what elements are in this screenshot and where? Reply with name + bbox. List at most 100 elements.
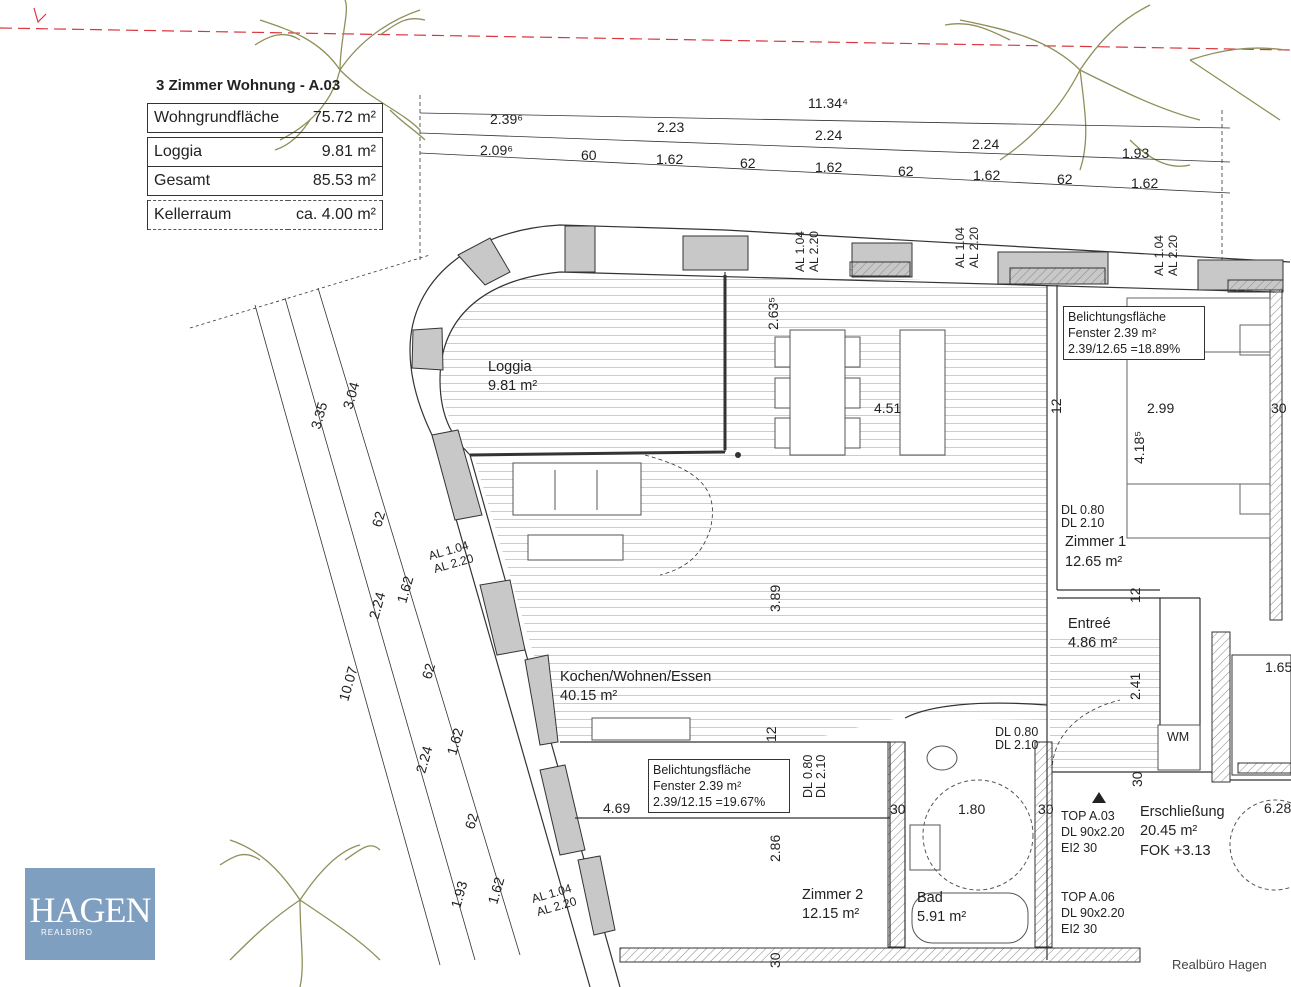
- svg-text:DL 0.80: DL 0.80: [801, 755, 815, 798]
- dim-left-outer: 10.07: [336, 665, 361, 703]
- svg-text:AL 1.04: AL 1.04: [953, 227, 967, 268]
- dim-left-inner-f: 62: [462, 811, 482, 831]
- pole: [735, 452, 741, 458]
- svg-text:TOP A.06: TOP A.06: [1061, 890, 1115, 904]
- dim-top2-g: 1.62: [973, 167, 1000, 183]
- dim-top1-b: 2.23: [657, 119, 684, 135]
- stair-circle: [1229, 799, 1291, 891]
- hagen-logo: HAGEN REALBÜRO: [25, 868, 155, 960]
- left-dimension-labels: 10.07 3.35 2.24 2.24 1.93 3.04 62 1.62 6…: [308, 380, 508, 910]
- room-erschliessung-area: 20.45 m²: [1140, 823, 1197, 839]
- svg-text:12: 12: [1048, 398, 1064, 414]
- room-kochen-name: Kochen/Wohnen/Essen: [560, 669, 711, 685]
- dim-left-inner-c: 1.62: [394, 574, 417, 605]
- interior-dimension-labels: 2.63⁵ 4.51 12 2.99 30 4.18⁵ 3.89 12 2.41…: [603, 297, 1291, 968]
- loggia-door-swing: [644, 454, 713, 576]
- svg-text:4.69: 4.69: [603, 800, 630, 816]
- svg-text:3.89: 3.89: [767, 585, 783, 612]
- dim-top1-e: 1.93: [1122, 145, 1149, 161]
- door-labels: DL 0.80 DL 2.10 DL 0.80 DL 2.10 DL 0.80 …: [801, 503, 1189, 936]
- dim-left-mid-b: 2.24: [366, 590, 389, 621]
- svg-text:DL 0.80: DL 0.80: [995, 725, 1038, 739]
- svg-text:30: 30: [890, 801, 906, 817]
- room-zimmer2-area: 12.15 m²: [802, 906, 859, 922]
- svg-text:EI2 30: EI2 30: [1061, 841, 1097, 855]
- dim-left-inner-b: 62: [369, 509, 389, 529]
- dim-top2-i: 1.62: [1131, 175, 1158, 191]
- dining-set: [774, 329, 946, 456]
- svg-text:30: 30: [1271, 400, 1287, 416]
- svg-text:4.18⁵: 4.18⁵: [1131, 431, 1147, 464]
- left-dimensions: [189, 254, 521, 966]
- dim-overall: 11.34⁴: [808, 95, 848, 111]
- svg-text:DL 2.10: DL 2.10: [1061, 516, 1104, 530]
- svg-text:AL 1.04: AL 1.04: [793, 231, 807, 272]
- svg-text:30: 30: [1129, 771, 1145, 787]
- svg-text:AL 2.20: AL 2.20: [1166, 235, 1180, 276]
- dim-top1-a: 2.39⁶: [490, 111, 523, 127]
- dim-left-inner-g: 1.62: [485, 875, 508, 906]
- dim-left-inner-e: 1.62: [444, 726, 467, 757]
- area-row-keller: Kellerraum ca. 4.00 m²: [147, 200, 384, 230]
- svg-text:AL 2.20: AL 2.20: [967, 227, 981, 268]
- info-box-zimmer2: Belichtungsfläche Fenster 2.39 m² 2.39/1…: [648, 759, 790, 813]
- svg-text:1.65: 1.65: [1265, 659, 1291, 675]
- svg-text:AL 2.20: AL 2.20: [807, 231, 821, 272]
- entree-floor: [1050, 632, 1160, 772]
- room-zimmer1-area: 12.65 m²: [1065, 554, 1122, 570]
- svg-text:30: 30: [767, 952, 783, 968]
- dim-left-mid-a: 3.35: [308, 400, 331, 431]
- svg-text:DL 2.10: DL 2.10: [814, 755, 828, 798]
- dim-top2-a: 2.09⁶: [480, 142, 513, 158]
- area-table: Wohngrundfläche 75.72 m² Loggia 9.81 m² …: [147, 103, 384, 230]
- elevator: [1231, 654, 1291, 776]
- svg-text:EI2 30: EI2 30: [1061, 922, 1097, 936]
- entree-door-swing: [1051, 699, 1121, 773]
- dim-top2-e: 1.62: [815, 159, 842, 175]
- area-row-loggia: Loggia 9.81 m²: [147, 137, 384, 167]
- sofa: [512, 462, 691, 741]
- room-erschliessung-name: Erschließung: [1140, 804, 1225, 820]
- svg-text:30: 30: [1038, 801, 1054, 817]
- stair-arrow-icon: [1092, 792, 1106, 803]
- room-bad-name: Bad: [917, 890, 943, 906]
- dim-left-mid-c: 2.24: [413, 744, 436, 775]
- area-row-gesamt: Gesamt 85.53 m²: [147, 166, 384, 196]
- dim-top1-c: 2.24: [815, 127, 842, 143]
- dim-top2-d: 62: [740, 155, 756, 171]
- area-row-wohn: Wohngrundfläche 75.72 m²: [147, 103, 384, 133]
- svg-text:DL 90x2.20: DL 90x2.20: [1061, 825, 1125, 839]
- svg-text:6.28: 6.28: [1264, 800, 1291, 816]
- top-dimension-labels: 11.34⁴ 2.39⁶ 2.23 2.24 2.24 1.93 2.09⁶ 6…: [480, 95, 1158, 191]
- loggia-glazing: [469, 450, 726, 457]
- dim-top2-h: 62: [1057, 171, 1073, 187]
- dim-top2-c: 1.62: [656, 151, 683, 167]
- svg-text:TOP A.03: TOP A.03: [1061, 809, 1115, 823]
- tree-top-right: [944, 4, 1286, 171]
- credit-text: Realbüro Hagen: [1172, 957, 1267, 972]
- svg-text:2.63⁵: 2.63⁵: [765, 297, 781, 330]
- dim-left-inner-d: 62: [419, 661, 439, 681]
- loggia-floor: [440, 272, 725, 455]
- unit-title: 3 Zimmer Wohnung - A.03: [156, 77, 341, 94]
- room-zimmer2-name: Zimmer 2: [802, 887, 863, 903]
- hatched-walls: [619, 261, 1284, 963]
- room-loggia-name: Loggia: [488, 359, 532, 375]
- room-erschliessung-fok: FOK +3.13: [1140, 843, 1211, 859]
- bathroom-fixtures: [909, 745, 1034, 944]
- svg-text:DL 90x2.20: DL 90x2.20: [1061, 906, 1125, 920]
- room-kochen-area: 40.15 m²: [560, 688, 617, 704]
- room-entree-area: 4.86 m²: [1068, 635, 1117, 651]
- info-box-zimmer1: Belichtungsfläche Fenster 2.39 m² 2.39/1…: [1063, 306, 1205, 360]
- svg-text:AL 1.04: AL 1.04: [1152, 235, 1166, 276]
- dim-left-mid-d: 1.93: [448, 879, 471, 910]
- svg-text:12: 12: [763, 726, 779, 742]
- dim-top2-b: 60: [581, 147, 597, 163]
- svg-text:12: 12: [1127, 587, 1143, 603]
- svg-text:1.80: 1.80: [958, 801, 985, 817]
- room-bad-area: 5.91 m²: [917, 909, 966, 925]
- tree-bottom-left: [219, 839, 381, 987]
- svg-text:2.99: 2.99: [1147, 400, 1174, 416]
- room-zimmer1-name: Zimmer 1: [1065, 534, 1126, 550]
